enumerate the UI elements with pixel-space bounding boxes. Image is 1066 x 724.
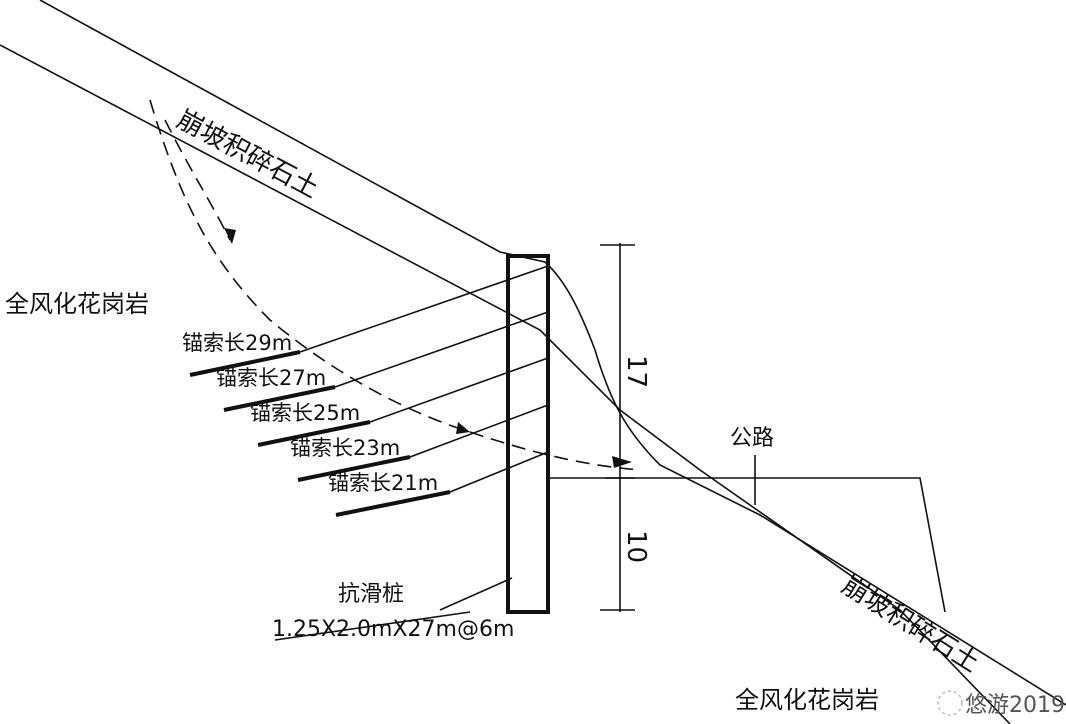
granite-label-left: 全风化花岗岩 — [5, 290, 149, 318]
dim-lower-label: 10 — [621, 530, 651, 563]
anchor-line-21 — [449, 451, 549, 493]
colluvium-label-top: 崩坡积碎石土 — [172, 105, 324, 205]
anti-slide-pile — [506, 254, 550, 614]
anchor-label: 锚索长29m — [182, 331, 292, 355]
watermark: 悠游2019 — [937, 690, 1065, 718]
colluvium-base-line — [0, 44, 1011, 724]
anchor-label: 锚索长27m — [216, 366, 326, 390]
anchor-bond-21 — [335, 490, 451, 517]
anchor-line-29 — [299, 265, 549, 353]
anchor-bond-27 — [223, 385, 336, 412]
anchor-line-25 — [369, 357, 549, 423]
pile-leader-line — [439, 577, 513, 611]
pile-spec-label: 1.25X2.0mX27m@6m — [272, 617, 514, 642]
anchor-label: 锚索长21m — [328, 471, 438, 495]
slip-surface-line — [149, 99, 641, 471]
anchor-bond-23 — [297, 455, 411, 482]
watermark-logo-icon — [937, 690, 963, 716]
slip-surface-line-2 — [164, 119, 231, 241]
watermark-text: 悠游2019 — [965, 693, 1065, 718]
dim-upper-label: 17 — [621, 355, 651, 388]
road-label: 公路 — [730, 426, 774, 451]
granite-label-bottom: 全风化花岗岩 — [735, 686, 879, 714]
anchor-line-27 — [334, 311, 549, 388]
road-outline — [548, 477, 946, 613]
anchor-label: 锚索长23m — [290, 436, 400, 460]
anchor-line-23 — [409, 404, 549, 458]
anchor-bond-29 — [189, 350, 301, 377]
colluvium-label-bottom: 崩坡积碎石土 — [836, 570, 984, 678]
slip-arrow-icon — [456, 422, 470, 434]
ground-surface-line — [39, 0, 1066, 706]
slip-arrow-icon — [612, 456, 632, 468]
anchor-bond-25 — [257, 420, 371, 447]
pile-title-label: 抗滑桩 — [338, 582, 404, 607]
slip-arrow-icon — [224, 228, 236, 244]
anchor-label: 锚索长25m — [250, 401, 360, 425]
pile-label-underline — [274, 611, 471, 641]
